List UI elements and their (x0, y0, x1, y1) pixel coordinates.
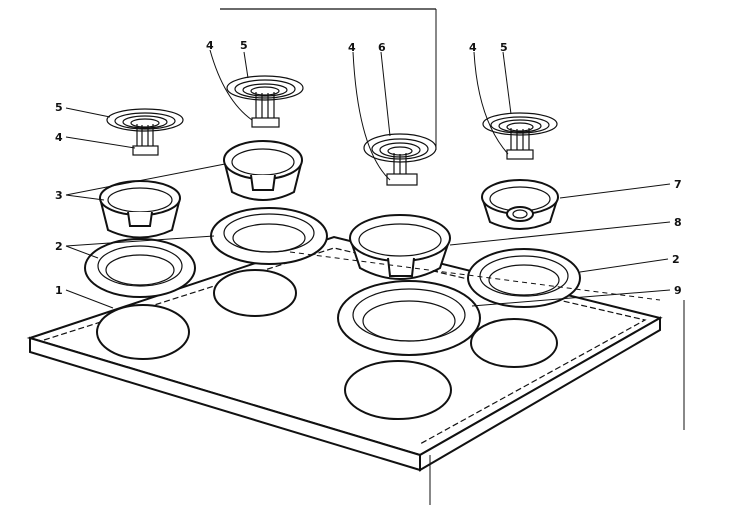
callout-2-left: 2 (55, 240, 63, 253)
surface-element-large (363, 133, 437, 186)
drip-pan-right (481, 179, 559, 230)
trim-ring-right-rear (467, 248, 581, 308)
trim-ring-left-rear (210, 207, 328, 265)
callout-8: 8 (674, 216, 682, 229)
surface-element-center (226, 75, 304, 128)
callout-7: 7 (674, 178, 682, 191)
callout-4-left: 4 (55, 131, 63, 144)
callout-6: 6 (378, 41, 386, 54)
callout-1: 1 (55, 284, 63, 297)
callout-4-center: 4 (348, 41, 356, 54)
callout-9: 9 (674, 284, 682, 297)
drip-pan-left (99, 180, 181, 239)
callout-4-center-left: 4 (206, 39, 214, 52)
drip-pan-center (223, 140, 303, 201)
surface-element-left (106, 108, 184, 156)
leader-lines (65, 49, 685, 505)
trim-ring-right-front (337, 280, 481, 356)
cooktop-opening-left-rear (213, 269, 297, 317)
surface-element-right (482, 112, 558, 160)
callout-4-right: 4 (469, 41, 477, 54)
callout-2-right: 2 (672, 253, 680, 266)
callout-5-center-left: 5 (240, 39, 248, 52)
trim-ring-left-front (84, 238, 196, 298)
cooktop-opening-right-rear (470, 318, 558, 368)
callout-5-right: 5 (500, 41, 508, 54)
callout-5-left: 5 (55, 101, 63, 114)
cooktop-opening-right-front (344, 360, 452, 420)
drip-pan-large (349, 214, 451, 280)
callout-3: 3 (55, 189, 63, 202)
cooktop-opening-left-front (96, 304, 190, 360)
